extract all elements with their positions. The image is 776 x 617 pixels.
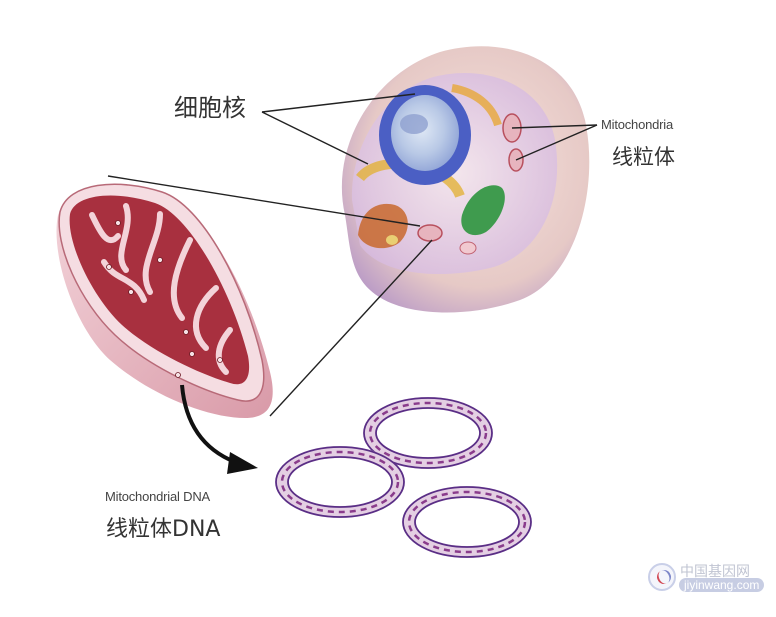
mitochondria-label-en: Mitochondria <box>601 117 674 132</box>
dna-ring-1 <box>363 397 493 469</box>
dna-logo-icon <box>648 563 676 591</box>
pointer-lines <box>107 93 598 417</box>
enlarged-mitochondrion <box>56 183 273 418</box>
watermark-name: 中国基因网 <box>680 564 750 580</box>
dna-ring-3 <box>402 486 532 558</box>
nucleus <box>379 85 471 185</box>
mtdna-label-cn: 线粒体DNA <box>106 517 221 542</box>
arrow <box>180 384 258 474</box>
watermark-url: jiyinwang.com <box>679 578 765 592</box>
mtdna-label-en: Mitochondrial DNA <box>105 489 210 504</box>
mito-matrix <box>69 195 250 385</box>
mitochondria-label-cn: 线粒体 <box>612 145 675 169</box>
green-organelle <box>461 185 505 236</box>
nucleus-label: 细胞核 <box>174 94 246 122</box>
cell <box>341 46 590 313</box>
cell-mitochondrion-3 <box>417 224 443 242</box>
dna-ring-2 <box>275 446 405 518</box>
watermark: 中国基因网 jiyinwang.com <box>648 561 765 595</box>
